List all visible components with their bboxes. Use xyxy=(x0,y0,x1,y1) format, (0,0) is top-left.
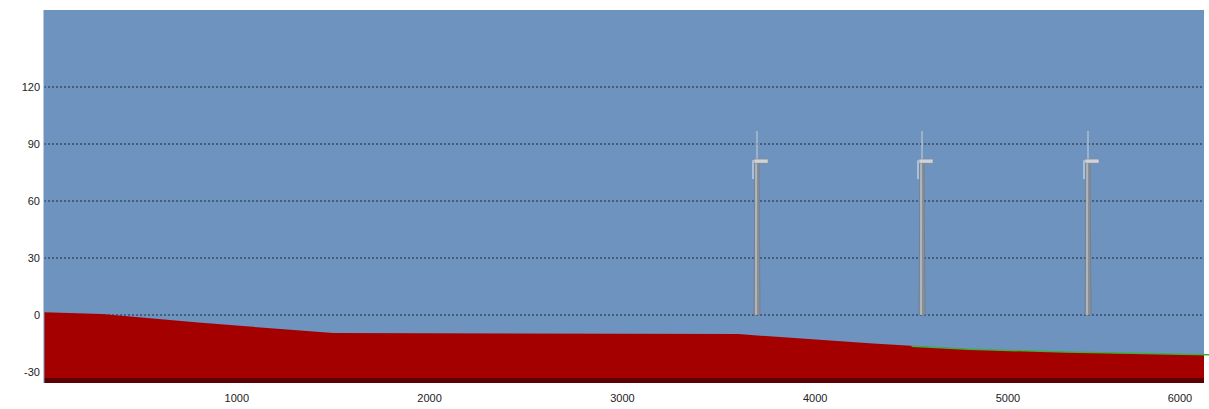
y-axis-label: 30 xyxy=(28,252,40,265)
x-axis-label: 1000 xyxy=(225,392,249,405)
x-axis-label: 6000 xyxy=(1168,392,1192,405)
x-axis-label: 4000 xyxy=(803,392,827,405)
rotor-blade xyxy=(756,131,757,161)
x-axis-label: 5000 xyxy=(996,392,1020,405)
tower-highlight xyxy=(756,163,757,315)
surface-layer xyxy=(912,346,1209,355)
nacelle xyxy=(919,159,933,163)
axis-line xyxy=(44,10,45,383)
y-axis-label: 60 xyxy=(28,195,40,208)
rotor-blade xyxy=(918,160,919,179)
rotor-blade xyxy=(921,131,922,161)
y-axis-label: 0 xyxy=(34,309,40,322)
wind-turbine xyxy=(918,131,933,315)
wind-turbine xyxy=(1084,131,1099,315)
rotor-blade xyxy=(1087,131,1088,161)
tower xyxy=(754,161,760,315)
grid-line xyxy=(44,200,1204,201)
rotor-blade xyxy=(753,160,754,179)
nacelle xyxy=(754,159,768,163)
seabed-profile xyxy=(44,312,1209,383)
tower xyxy=(919,161,925,315)
grid-line xyxy=(44,314,1204,315)
y-axis-label: 120 xyxy=(22,81,40,94)
tower-highlight xyxy=(1087,163,1088,315)
grid-line xyxy=(44,143,1204,144)
wind-turbine xyxy=(753,131,768,315)
tower-highlight xyxy=(921,163,922,315)
y-axis-label: -30 xyxy=(24,366,40,379)
grid-line xyxy=(44,257,1204,258)
y-axis-label: 90 xyxy=(28,138,40,151)
tower xyxy=(1085,161,1091,315)
nacelle xyxy=(1085,159,1099,163)
x-axis-label: 3000 xyxy=(610,392,634,405)
rotor-blade xyxy=(1084,160,1085,179)
x-axis-label: 2000 xyxy=(417,392,441,405)
grid-line xyxy=(44,86,1204,87)
bedrock-band xyxy=(44,378,1204,383)
wind-turbines xyxy=(753,131,1099,315)
